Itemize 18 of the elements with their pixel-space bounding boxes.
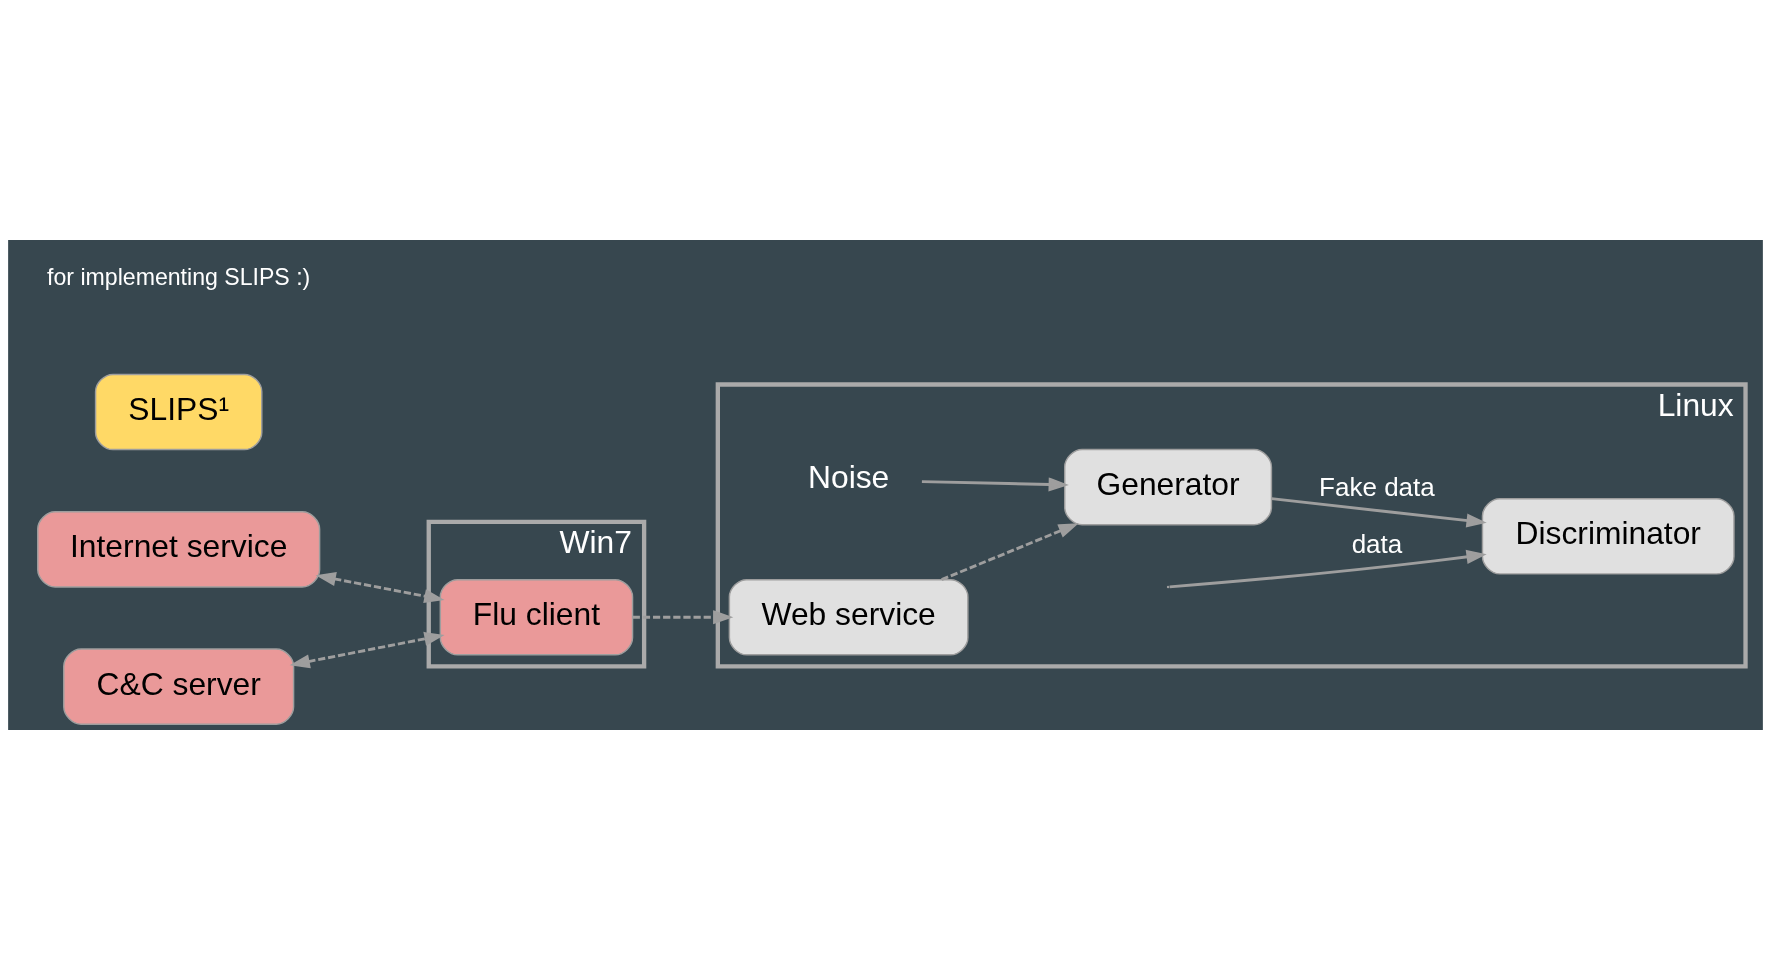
label: for implementing SLIPS :) [47,263,311,290]
node-box: Internet service [37,510,321,588]
node-box: Discriminator [1481,497,1735,575]
arrow [632,609,734,624]
arrow [315,571,445,603]
node-text: Noise [808,458,890,495]
node-box: Web service [728,578,969,656]
edge-label: data [1351,528,1403,559]
node-box: SLIPS¹ [94,373,263,450]
arrow [289,631,445,668]
arrow [941,522,1079,581]
node-box: Generator [1064,448,1273,525]
node-box: Flu client [439,578,634,656]
node-box: C&C server [63,647,295,725]
arrow [1271,496,1487,528]
arrow [1169,549,1487,588]
arrow [921,476,1069,492]
edge-label: Fake data [1319,471,1435,502]
